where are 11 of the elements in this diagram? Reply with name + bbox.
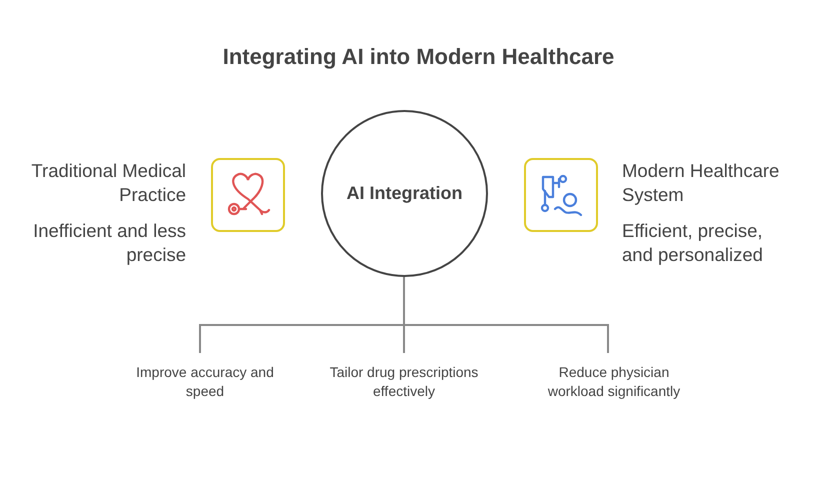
description-text: Efficient, precise, and personalized	[622, 219, 764, 267]
heading-text: Traditional Medical Practice	[30, 159, 186, 207]
connector-line	[403, 277, 609, 353]
benefit-text: Improve accuracy and speed	[135, 363, 275, 401]
heading-text: Modern Healthcare System	[622, 159, 780, 207]
benefit-text: Tailor drug prescriptions effectively	[328, 363, 480, 401]
diagram-title: Integrating AI into Modern Healthcare	[222, 44, 616, 70]
integration-circle	[321, 110, 488, 277]
description-text: Inefficient and less precise	[32, 219, 186, 267]
benefit-text: Reduce physician workload significantly	[546, 363, 682, 401]
circle-label: AI Integration	[346, 183, 462, 204]
